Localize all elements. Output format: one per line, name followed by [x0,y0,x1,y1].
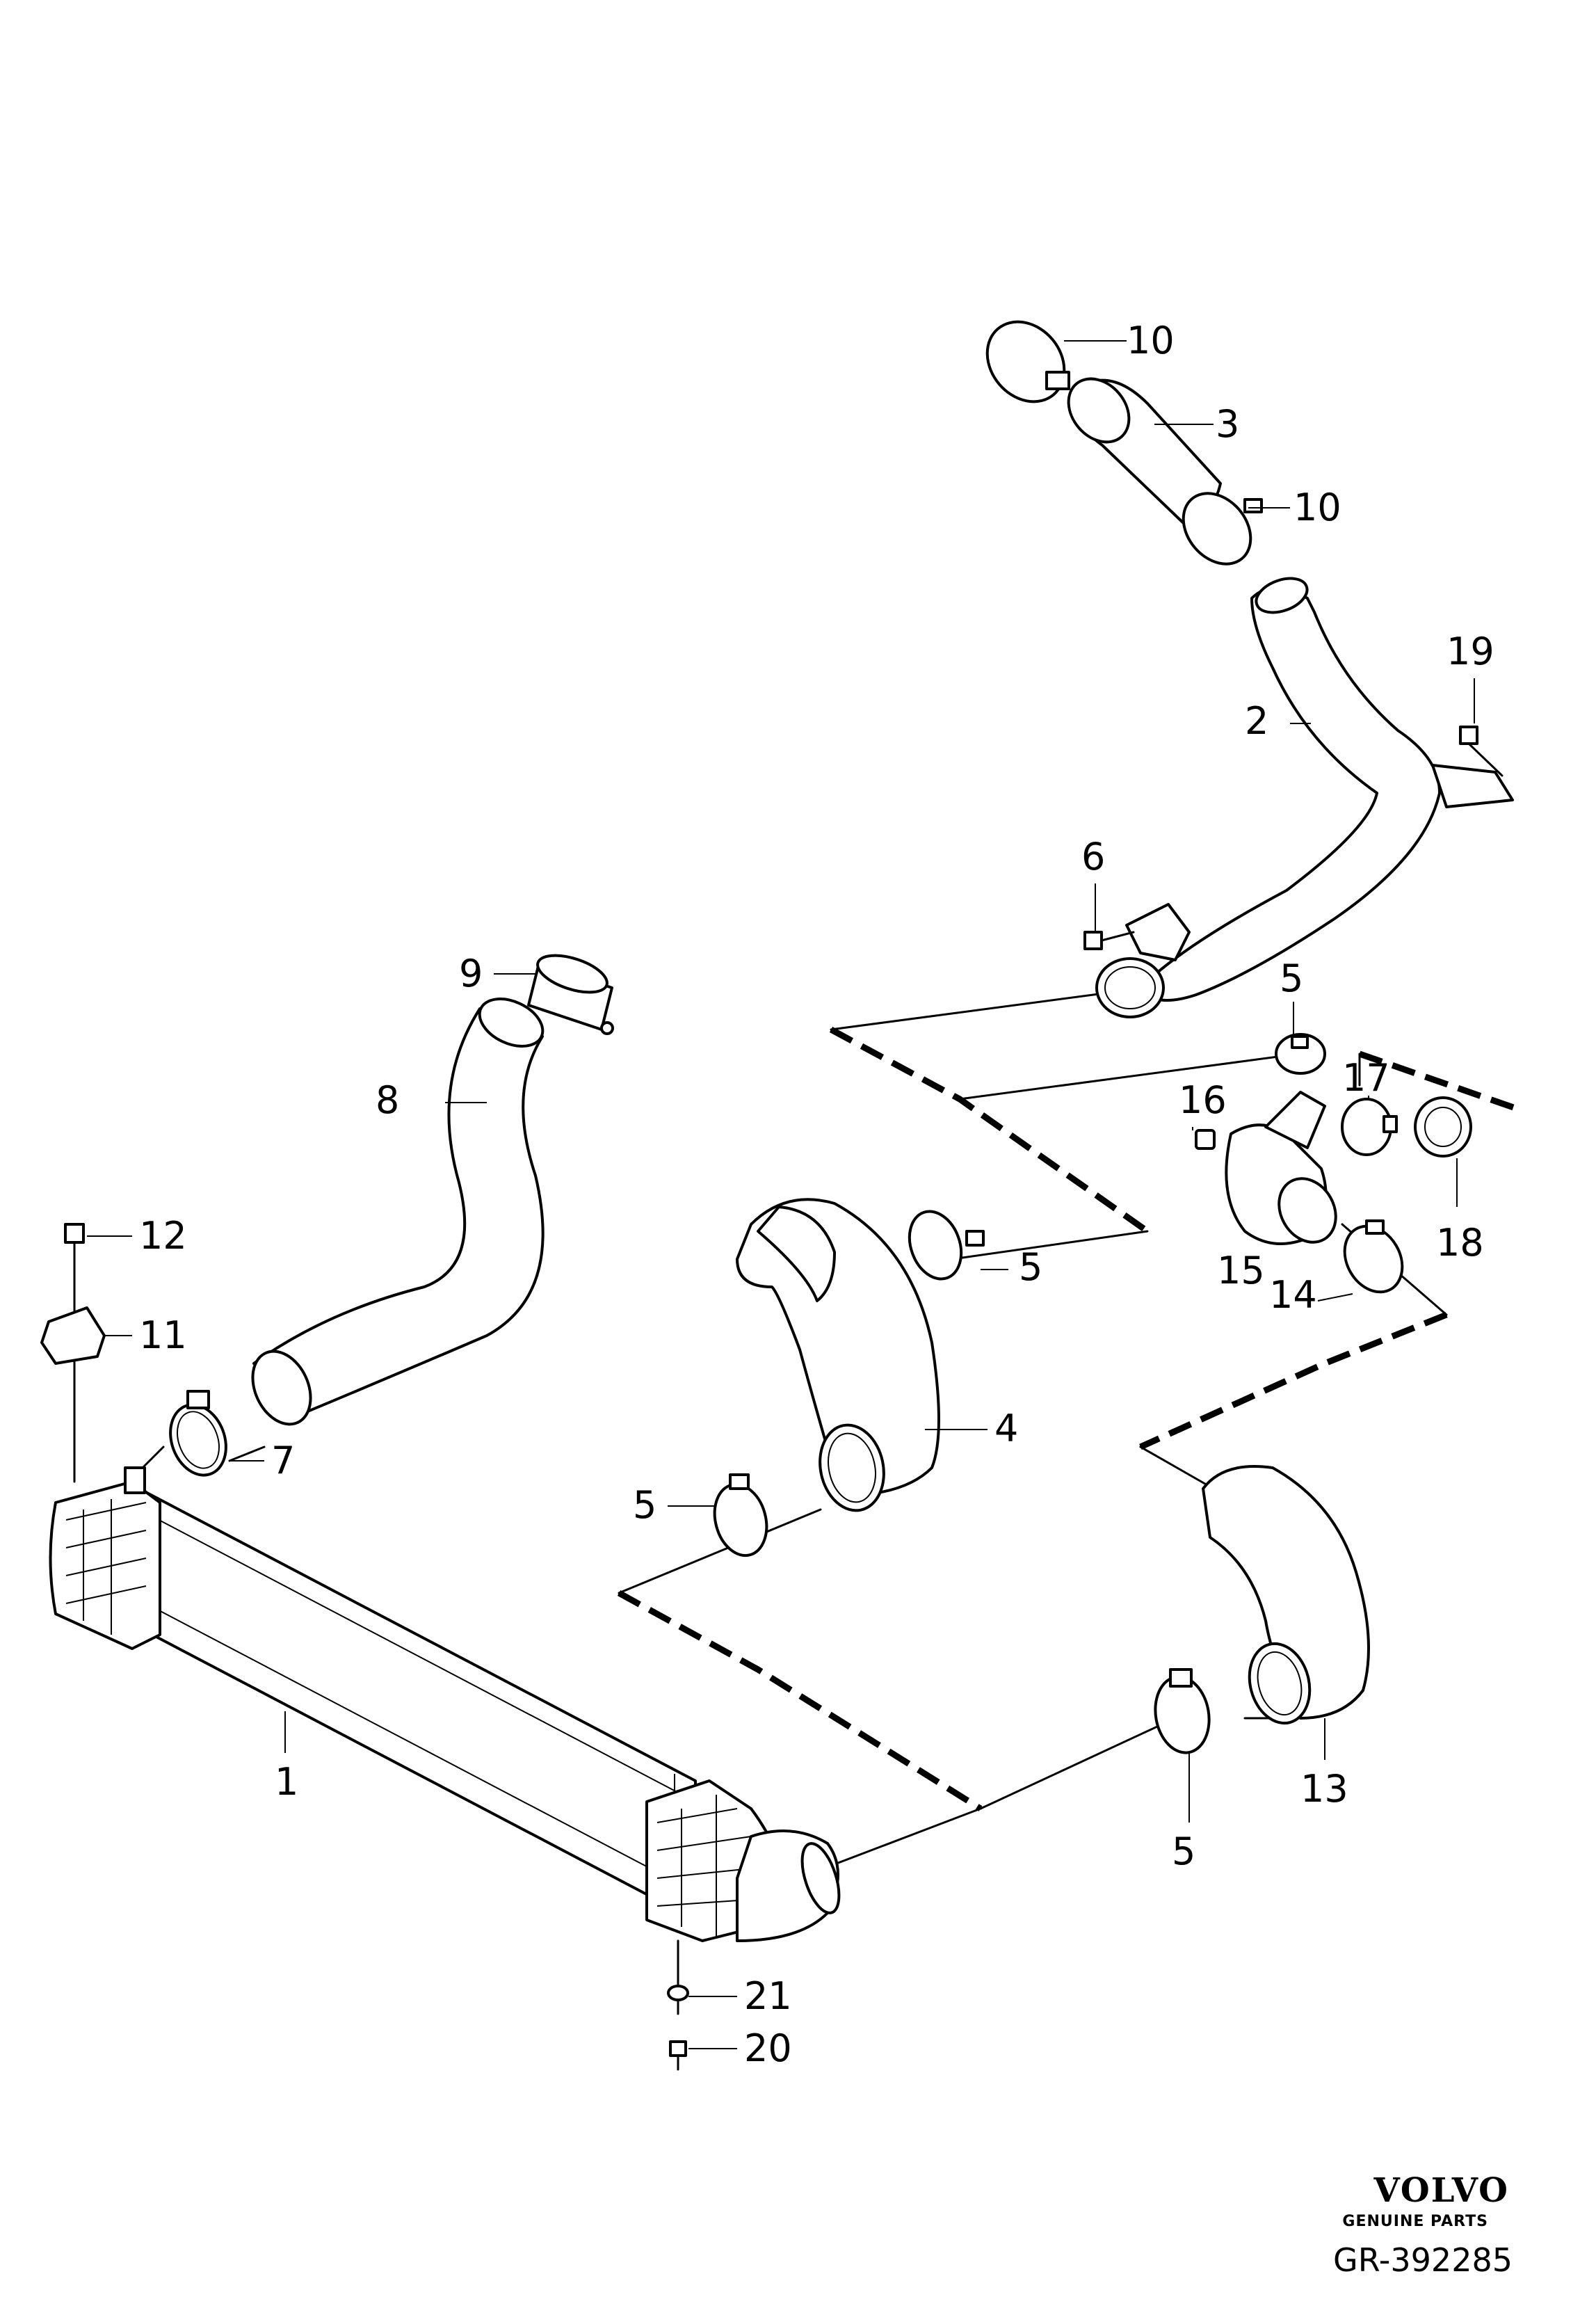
callout-17: 17 [1342,1056,1390,1100]
hose-8 [251,998,545,1426]
callout-15: 15 [1217,1249,1265,1292]
callout-6: 6 [1081,835,1105,879]
callout-21: 21 [744,1974,792,2018]
callout-3: 3 [1216,402,1239,446]
hose-4 [736,1198,940,1512]
clamp-14 [1343,1219,1404,1294]
clamp-5-top [1275,1033,1326,1075]
clamp-5-mid [908,1210,985,1281]
genuine-parts-label: GENUINE PARTS [1342,2213,1488,2230]
fasteners-bottom [667,1939,689,2071]
callout-16: 16 [1179,1078,1227,1122]
connector-15 [1225,1091,1337,1245]
clamp-10-mid [1182,492,1263,566]
bracket-11 [40,1306,106,1365]
callout-4: 4 [994,1407,1018,1450]
callout-20: 20 [744,2026,792,2070]
callout-5-left: 5 [633,1483,656,1527]
callout-8: 8 [376,1078,399,1122]
callout-2: 2 [1245,699,1268,743]
bolt-12 [64,1223,85,1483]
clamp-17 [1341,1098,1398,1156]
callout-1: 1 [275,1760,298,1804]
volvo-logo: VOLVO [1373,2171,1509,2210]
bolt-19 [1459,726,1504,777]
clamp-7 [169,1390,227,1477]
clamp-10-top [985,320,1070,403]
hose-13 [1202,1465,1370,1725]
callout-9: 9 [459,952,483,995]
connection-lines [127,990,1448,1866]
callout-18: 18 [1436,1221,1484,1265]
callout-14: 14 [1269,1273,1317,1317]
seal-18 [1414,1096,1472,1158]
callout-19: 19 [1446,630,1494,673]
footer: VOLVO GENUINE PARTS GR-392285 [1333,2171,1513,2279]
callout-5-top: 5 [1280,956,1303,1000]
callout-10-mid: 10 [1293,486,1341,529]
leader-lines [87,340,1475,2049]
pipe-2 [1095,577,1514,1018]
callout-11: 11 [139,1313,187,1357]
callout-13: 13 [1300,1767,1348,1811]
bolt-6 [1083,931,1135,950]
nut-16 [1195,1129,1216,1150]
callout-5-bottom: 5 [1172,1829,1195,1873]
callout-5-mid: 5 [1019,1245,1042,1289]
callout-7: 7 [271,1439,295,1482]
intercooler [49,1466,841,1942]
callouts: 10 3 10 19 2 6 5 16 17 18 5 15 14 4 5 5 … [139,319,1494,2070]
callout-10-top: 10 [1127,319,1175,362]
reference-number: GR-392285 [1333,2241,1513,2279]
clamp-5-bottom [1154,1668,1211,1754]
ring-9 [527,954,614,1035]
clamp-5-left [713,1473,768,1558]
callout-12: 12 [139,1214,187,1258]
